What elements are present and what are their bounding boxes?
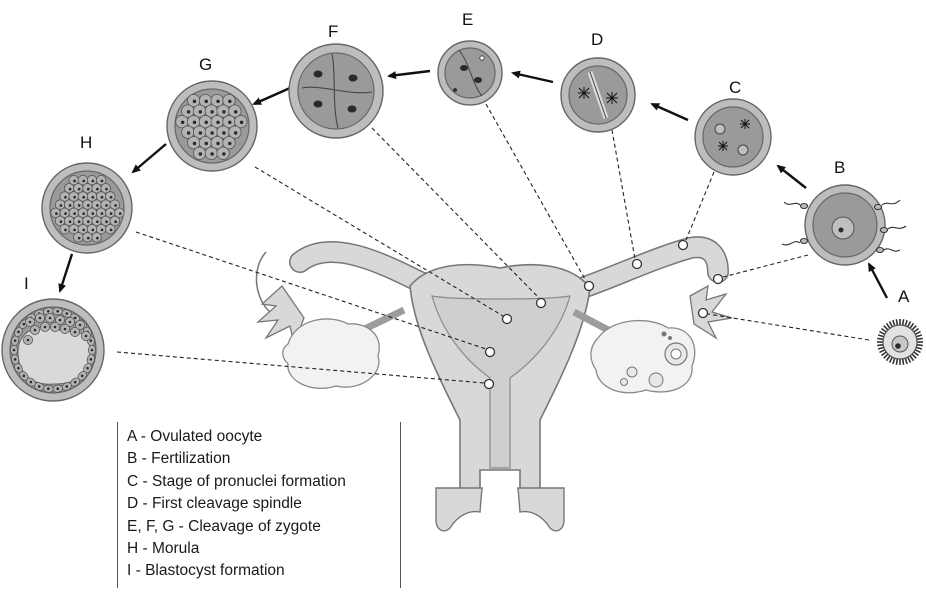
arrow-b-to-c	[776, 164, 807, 189]
left-ovary	[282, 318, 380, 389]
pronuclei-asters	[718, 119, 750, 151]
arrow-g-to-h	[131, 143, 167, 174]
legend-item: H - Morula	[127, 540, 200, 558]
sperm-cells	[781, 199, 907, 254]
marker-f	[535, 297, 547, 309]
stage-g-multi-cell	[166, 80, 258, 172]
stage-labels: A B C D E F G H I	[24, 10, 910, 306]
label-a: A	[898, 287, 910, 306]
arrow-h-to-i	[58, 253, 74, 293]
cervix	[435, 487, 483, 532]
label-g: G	[199, 55, 212, 74]
uterine-cavity	[431, 295, 571, 469]
legend-item: E, F, G - Cleavage of zygote	[127, 517, 321, 535]
marker-e	[583, 280, 595, 292]
stage-i-blastocyst	[1, 298, 105, 402]
legend-item: B - Fertilization	[127, 450, 231, 468]
progression-arrows	[58, 69, 889, 299]
legend-item: A - Ovulated oocyte	[127, 428, 263, 445]
arrow-e-to-f	[387, 69, 431, 80]
label-f: F	[328, 22, 338, 41]
stage-d-cleavage-spindle	[560, 57, 636, 133]
location-markers	[483, 239, 724, 390]
label-h: H	[80, 133, 92, 152]
stage-b-fertilization	[781, 184, 907, 266]
marker-a	[697, 307, 709, 319]
marker-b	[712, 273, 724, 285]
right-fimbriae	[689, 284, 733, 340]
stage-a-ovulated-oocyte	[877, 319, 923, 365]
marker-d	[631, 258, 643, 270]
stage-c-pronuclei	[694, 98, 772, 176]
uterus-and-fallopian-tubes	[255, 236, 733, 532]
leader-lines	[116, 103, 870, 384]
label-i: I	[24, 274, 29, 293]
stage-h-morula	[41, 162, 133, 254]
stage-e-two-cell	[437, 40, 503, 106]
label-c: C	[729, 78, 741, 97]
label-d: D	[591, 30, 603, 49]
arrow-f-to-g	[252, 86, 291, 106]
arrow-a-to-b	[867, 262, 889, 299]
legend: A - Ovulated oocyte B - Fertilization C …	[117, 422, 401, 588]
label-e: E	[462, 10, 473, 29]
marker-i	[483, 378, 495, 390]
marker-c	[677, 239, 689, 251]
legend-item: D - First cleavage spindle	[127, 495, 302, 513]
legend-item: C - Stage of pronuclei formation	[127, 472, 346, 490]
label-b: B	[834, 158, 845, 177]
marker-h	[484, 346, 496, 358]
legend-item: I - Blastocyst formation	[127, 562, 285, 580]
legend-list: A - Ovulated oocyte B - Fertilization C …	[118, 422, 400, 583]
stage-f-four-cell	[288, 43, 384, 139]
marker-g	[501, 313, 513, 325]
arrow-d-to-e	[511, 70, 554, 84]
arrow-c-to-d	[650, 102, 689, 122]
